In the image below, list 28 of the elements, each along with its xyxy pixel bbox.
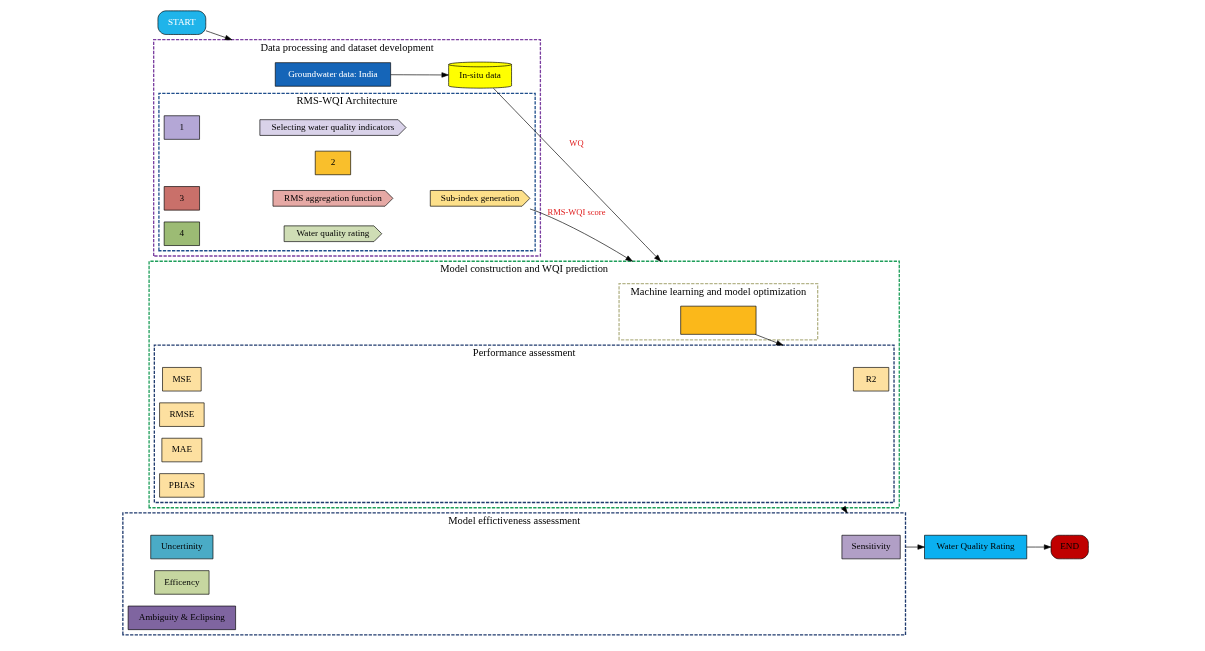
arrow: [529, 208, 633, 262]
node-box: Ambiguity & Eclipsing: [127, 605, 236, 630]
edge-label: WQ: [568, 137, 584, 148]
node-box: 4: [163, 221, 200, 246]
node-box: START: [157, 10, 206, 35]
arrow: [205, 30, 232, 41]
edge-label: RMS-WQI score: [546, 206, 605, 217]
node-box: RMSE: [158, 402, 204, 427]
node-box: [679, 305, 756, 335]
node-box: PBIAS: [158, 473, 204, 498]
arrow: [492, 87, 661, 262]
arrow: [390, 72, 449, 78]
cluster: Machine learning and model optimization: [617, 282, 818, 341]
node-box: 2: [314, 150, 351, 176]
node-box: R2: [852, 367, 889, 392]
node-box: Sensitivity: [841, 534, 901, 560]
node-box: Uncertinity: [149, 534, 213, 560]
node-box: MAE: [161, 437, 202, 463]
node-box: END: [1050, 534, 1089, 560]
arrow: [904, 544, 925, 550]
arrow: [754, 334, 783, 346]
node-box: Groundwater data: India: [274, 62, 391, 87]
node-box: MSE: [161, 367, 201, 392]
node-box: Efficency: [153, 570, 209, 595]
node-box: 1: [163, 115, 200, 140]
arrow: [1026, 544, 1051, 550]
node-box: 3: [163, 186, 200, 211]
node-box: Water Quality Rating: [923, 534, 1027, 560]
